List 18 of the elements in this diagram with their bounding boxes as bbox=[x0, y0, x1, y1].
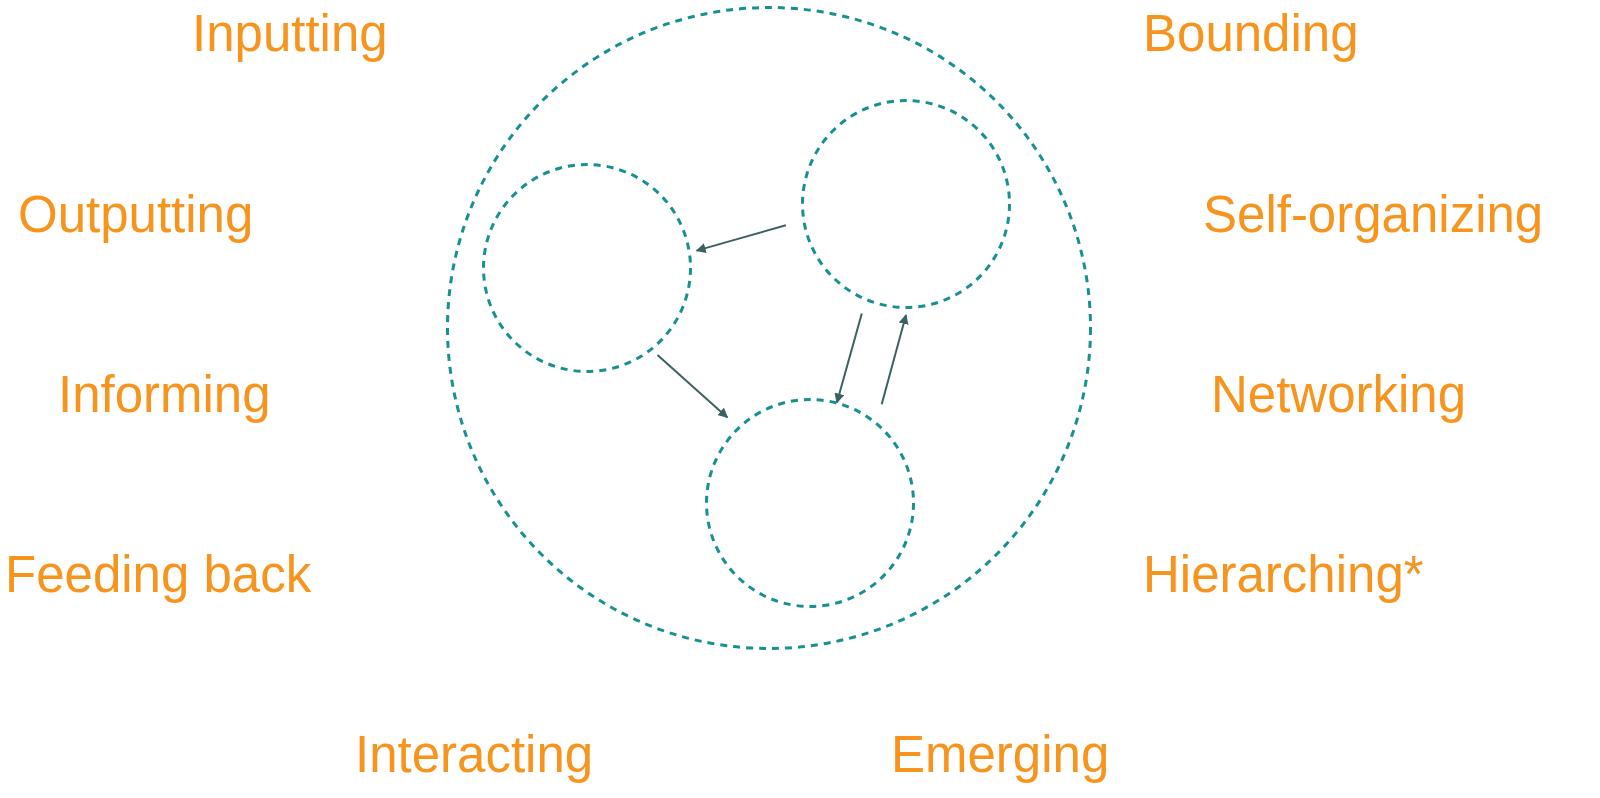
label-word: Self-organizing bbox=[1203, 187, 1544, 243]
dashed-circle bbox=[482, 163, 692, 373]
label-word: Outputting bbox=[18, 187, 254, 243]
label-word: Bounding bbox=[1143, 6, 1359, 62]
arrow bbox=[880, 314, 909, 406]
dashed-circle bbox=[705, 398, 915, 608]
label-word: Interacting bbox=[355, 727, 594, 783]
dashed-circle bbox=[446, 6, 1092, 650]
label-word: Informing bbox=[58, 367, 271, 423]
label-word: Hierarching* bbox=[1143, 547, 1424, 603]
arrow bbox=[834, 312, 863, 404]
arrow bbox=[656, 354, 729, 419]
label-word: Inputting bbox=[192, 6, 388, 62]
label-word: Emerging bbox=[891, 727, 1110, 783]
arrow bbox=[695, 224, 787, 253]
label-word: Feeding back bbox=[5, 547, 312, 603]
dashed-circle bbox=[801, 99, 1011, 309]
label-word: Networking bbox=[1211, 367, 1467, 423]
